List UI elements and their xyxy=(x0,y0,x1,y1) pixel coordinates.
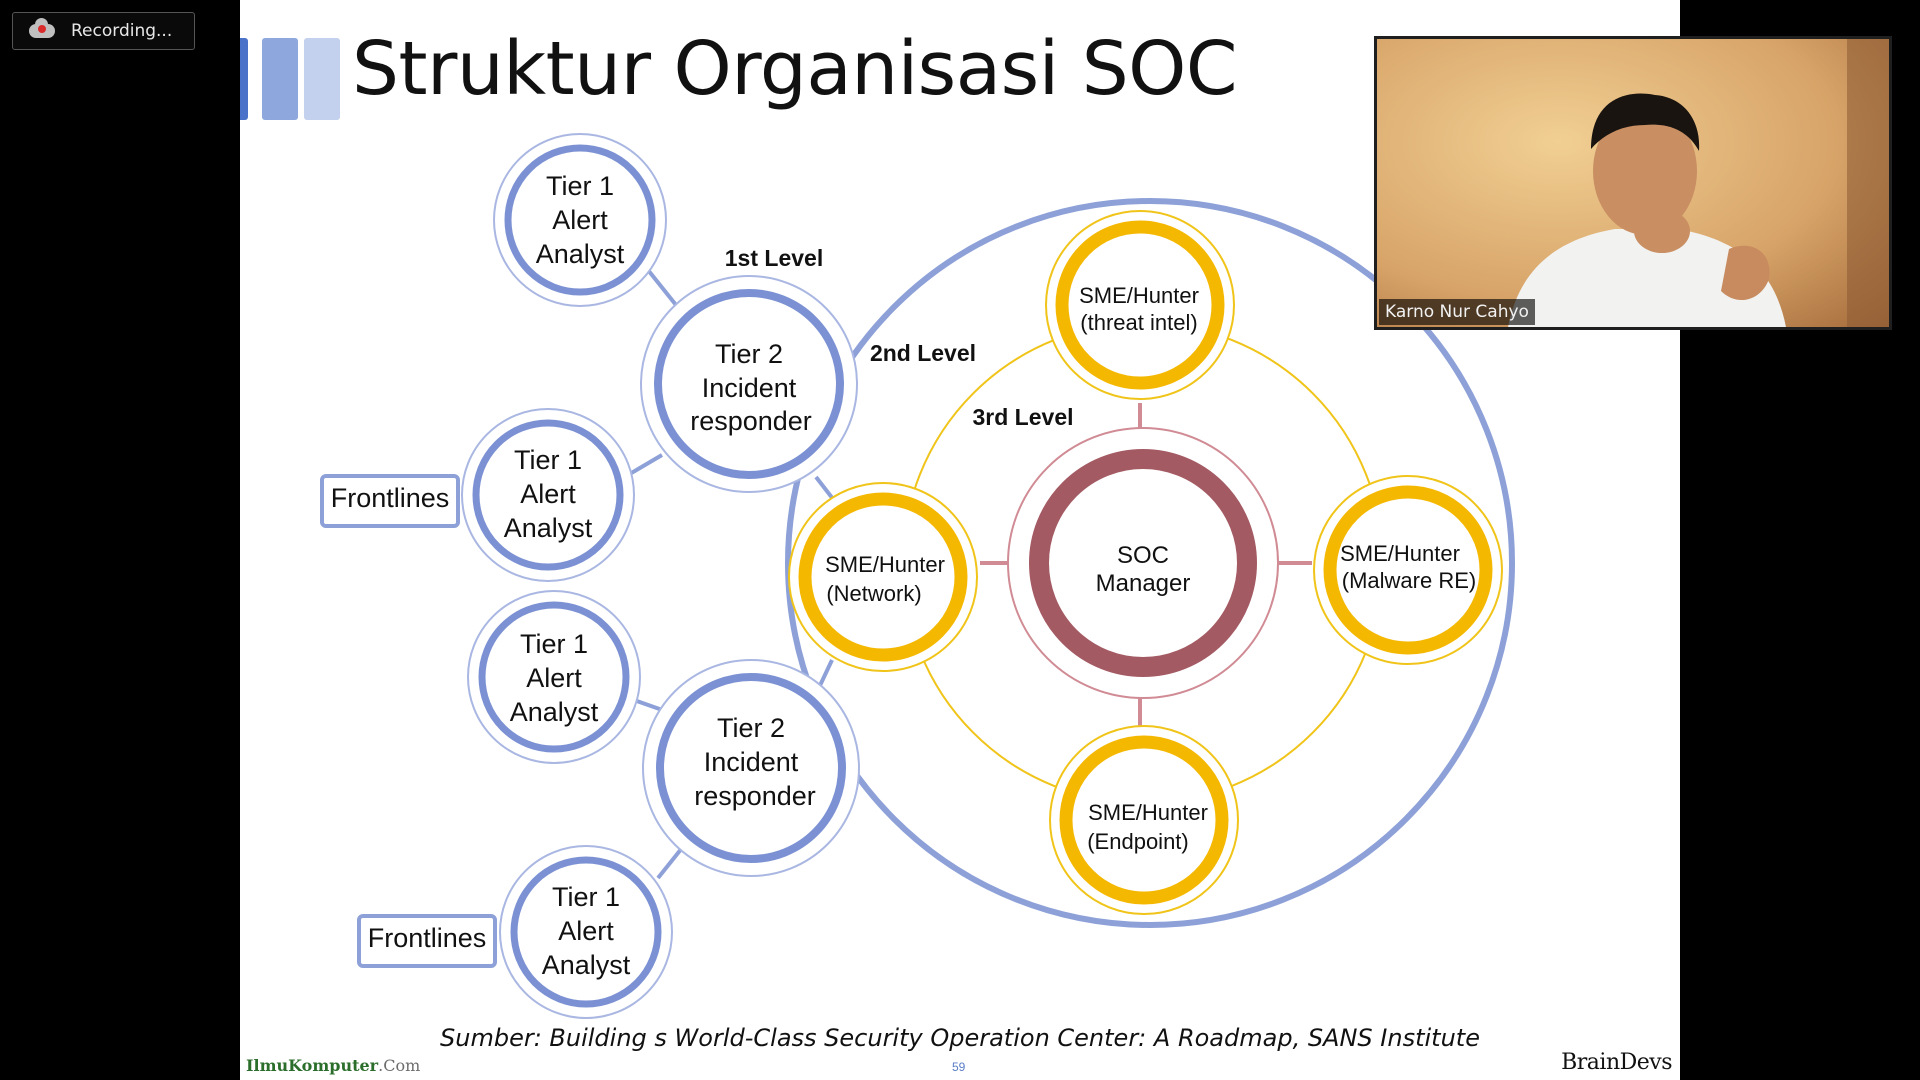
recording-label: Recording... xyxy=(71,21,173,41)
soc-org-diagram: 1st Level 2nd Level 3rd Level Frontlines… xyxy=(320,133,1515,1019)
webcam-feed xyxy=(1377,39,1889,327)
tier2-label-line: responder xyxy=(694,781,816,811)
tier1-label-line: Tier 1 xyxy=(546,171,614,201)
frontlines-label: Frontlines xyxy=(368,923,487,953)
sme-threat-label: (threat intel) xyxy=(1080,310,1197,335)
tier2-label-line: responder xyxy=(690,406,812,436)
tier1-label-line: Analyst xyxy=(510,697,599,727)
sme-endpoint-label: (Endpoint) xyxy=(1087,829,1189,854)
tier1-label-line: Alert xyxy=(520,479,576,509)
sme-network-label: (Network) xyxy=(826,581,921,606)
ilmukomputer-logo: IlmuKomputer.Com xyxy=(246,1056,421,1075)
manager-label: Manager xyxy=(1096,570,1191,597)
frontlines-box-2 xyxy=(357,914,497,968)
sme-malware-label: (Malware RE) xyxy=(1342,568,1476,593)
tier2-node xyxy=(654,289,844,479)
tier1-label-line: Analyst xyxy=(536,239,625,269)
cloud-record-icon xyxy=(29,18,55,40)
manager-label: SOC xyxy=(1117,542,1169,569)
first-level-label: 1st Level xyxy=(725,245,823,271)
person-face xyxy=(1593,107,1697,235)
sme-node xyxy=(1055,220,1225,390)
person-hair xyxy=(1591,93,1700,151)
sme-threat-label: SME/Hunter xyxy=(1079,283,1199,308)
tier1-label-line: Alert xyxy=(552,205,608,235)
webcam-video[interactable]: Karno Nur Cahyo xyxy=(1374,36,1892,330)
tier2-label-line: Incident xyxy=(702,373,797,403)
person-shirt xyxy=(1508,229,1786,327)
tier1-label-line: Tier 1 xyxy=(514,445,582,475)
second-level-ring xyxy=(785,198,1515,928)
source-citation: Sumber: Building s World-Class Security … xyxy=(440,1024,1480,1052)
manager-node xyxy=(1029,449,1257,677)
tier1-label-line: Alert xyxy=(526,663,582,693)
tier1-label-line: Tier 1 xyxy=(520,629,588,659)
person-hand xyxy=(1721,245,1770,301)
frontlines-box-1 xyxy=(320,474,460,528)
tier2-label-line: Tier 2 xyxy=(715,339,783,369)
tier2-label-line: Tier 2 xyxy=(717,713,785,743)
slide-title: Struktur Organisasi SOC xyxy=(352,26,1238,112)
frontlines-label: Frontlines xyxy=(331,483,450,513)
tier2-label-line: Incident xyxy=(704,747,799,777)
sme-endpoint-label: SME/Hunter xyxy=(1088,800,1208,825)
sme-network-label: SME/Hunter xyxy=(825,552,945,577)
third-level-label: 3rd Level xyxy=(973,404,1074,430)
tier1-node xyxy=(504,144,656,296)
braindevs-logo: BrainDevs xyxy=(1561,1050,1672,1075)
recording-indicator[interactable]: Recording... xyxy=(12,12,195,50)
sme-malware-label: SME/Hunter xyxy=(1340,541,1460,566)
tier1-label-line: Analyst xyxy=(504,513,593,543)
page-number: 59 xyxy=(952,1060,966,1074)
participant-name: Karno Nur Cahyo xyxy=(1379,299,1535,325)
tier1-label-line: Tier 1 xyxy=(552,882,620,912)
tier1-label-line: Analyst xyxy=(542,950,631,980)
second-level-label: 2nd Level xyxy=(870,340,976,366)
manager-connectors xyxy=(980,403,1312,728)
tier1-label-line: Alert xyxy=(558,916,614,946)
